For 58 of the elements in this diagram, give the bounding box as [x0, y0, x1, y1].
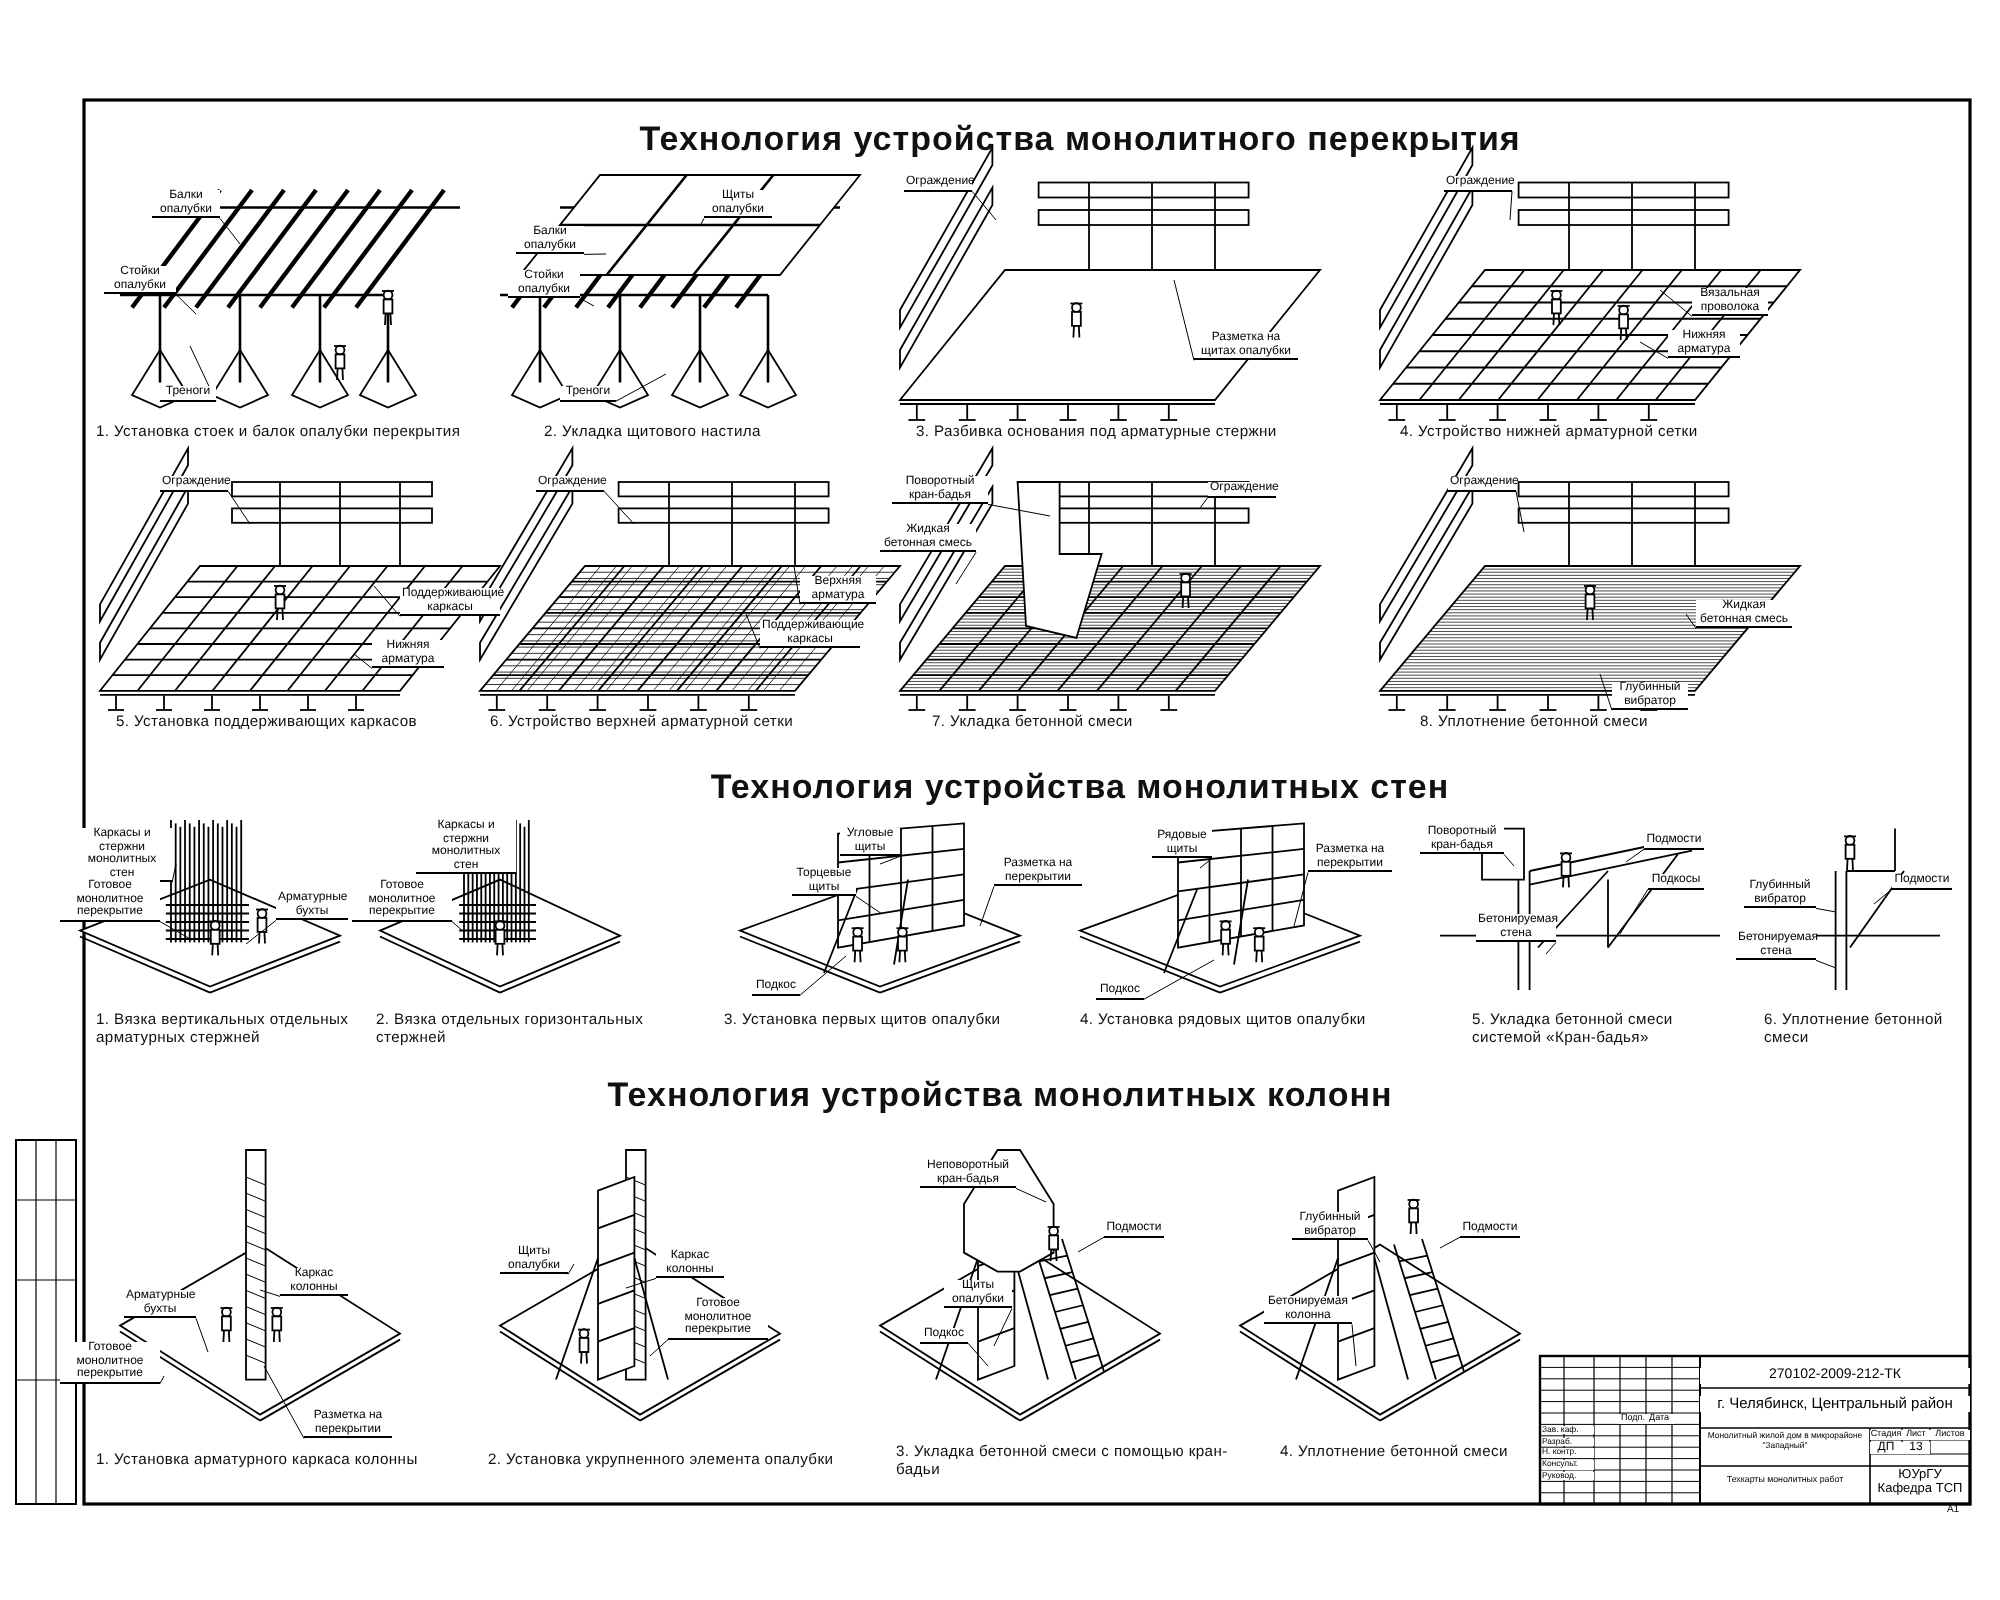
leader-line — [1439, 1236, 1461, 1249]
leader-line — [1173, 279, 1195, 361]
leader-line — [987, 503, 1051, 517]
leader-line — [993, 1307, 1013, 1347]
leader-line — [625, 1277, 657, 1289]
leader-line — [175, 293, 197, 315]
leader-line — [1515, 490, 1525, 533]
leader-line — [955, 551, 977, 585]
leader-line — [1509, 190, 1513, 221]
leader-line — [353, 653, 373, 669]
leader-line — [745, 613, 761, 649]
leader-line — [1599, 673, 1613, 711]
leader-line — [971, 190, 997, 221]
leader-line — [579, 297, 595, 307]
leader-line — [159, 1375, 165, 1385]
leader-line — [259, 1289, 281, 1297]
leader-line — [1293, 871, 1309, 927]
leader-line — [1659, 289, 1693, 317]
leader-line — [1143, 959, 1215, 1000]
leader-line — [227, 490, 251, 525]
leader-line — [1619, 888, 1649, 935]
leader-line — [1815, 907, 1837, 913]
leader-line — [855, 895, 883, 915]
leader-line — [1015, 1187, 1047, 1203]
leader-line — [879, 855, 901, 865]
leader-line — [245, 919, 277, 945]
section-heading: Технология устройства монолитных стен — [710, 768, 1450, 808]
leader-line — [603, 490, 635, 525]
leader-line — [171, 863, 177, 884]
leader-line — [451, 921, 465, 933]
leader-line — [567, 1263, 575, 1275]
leader-line — [615, 373, 667, 402]
leader-line — [373, 585, 401, 617]
leader-line — [1077, 1236, 1105, 1253]
leader-line — [219, 217, 241, 245]
leader-line — [979, 885, 995, 927]
leader-line — [583, 253, 607, 255]
leader-line — [263, 1365, 305, 1439]
leader-line — [1367, 1239, 1381, 1263]
leader-line — [793, 565, 801, 605]
leader-line — [1625, 848, 1645, 863]
leader-line — [1685, 613, 1697, 629]
leader-line — [1639, 341, 1669, 359]
leader-line — [967, 1342, 989, 1367]
leader-line — [1503, 853, 1515, 867]
section-heading: Технология устройства монолитных колонн — [607, 1076, 1393, 1116]
leader-line — [799, 955, 847, 996]
section-heading: Технология устройства монолитного перекрытия — [639, 120, 1521, 160]
leader-line — [699, 217, 705, 227]
leader-line — [1199, 857, 1213, 869]
leader-line — [1199, 496, 1209, 509]
leader-line — [195, 1317, 209, 1353]
leader-line — [1351, 1323, 1357, 1367]
leader-line — [159, 921, 193, 941]
leader-line — [1873, 888, 1893, 905]
leader-line — [649, 1339, 669, 1357]
leader-line — [1545, 941, 1557, 955]
leader-line — [1815, 959, 1837, 969]
